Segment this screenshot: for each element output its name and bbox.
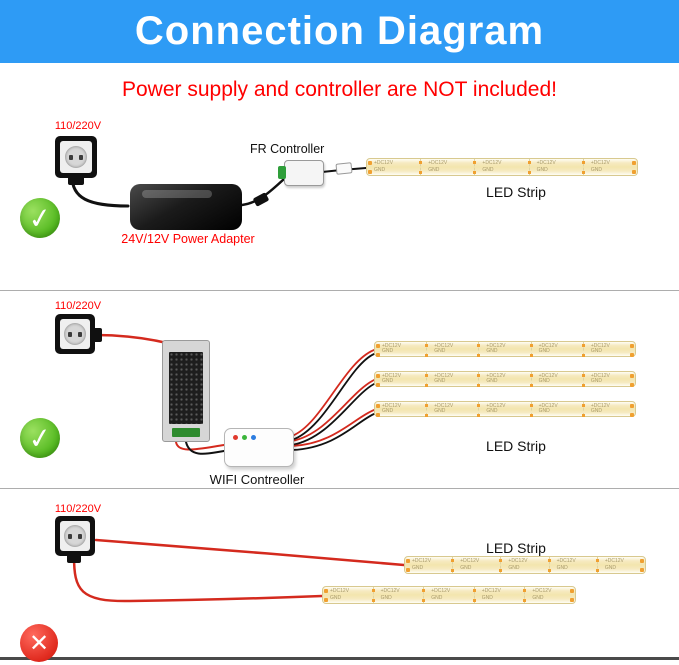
controller-label: WIFI Contreoller <box>209 472 305 487</box>
page-title: Connection Diagram <box>134 9 545 53</box>
wall-socket <box>55 314 102 354</box>
title-banner: Connection Diagram <box>0 0 679 63</box>
power-plug <box>68 173 84 185</box>
power-supply-unit <box>162 340 210 442</box>
socket-outlet <box>64 525 86 547</box>
controller-label: FR Controller <box>250 142 325 156</box>
voltage-label: 110/220V <box>54 120 102 132</box>
strip-label: LED Strip <box>486 540 546 556</box>
strip-label: LED Strip <box>486 438 546 454</box>
socket-outlet <box>65 146 87 168</box>
power-adapter <box>130 184 242 230</box>
power-plug <box>90 328 102 342</box>
socket-face <box>60 319 90 349</box>
psu-vents <box>169 352 203 424</box>
cross-mark: ✕ <box>20 624 58 662</box>
socket-outlet <box>64 323 86 345</box>
bottom-border <box>0 657 679 660</box>
strip-label: LED Strip <box>486 184 546 200</box>
wall-socket <box>55 136 97 185</box>
cross-icon: ✕ <box>28 629 50 657</box>
voltage-label: 110/220V <box>54 300 102 312</box>
power-plug <box>67 551 81 563</box>
wifi-controller-device <box>224 428 294 467</box>
socket-face <box>60 521 90 551</box>
voltage-label: 110/220V <box>54 503 102 515</box>
not-included-warning: Power supply and controller are NOT incl… <box>121 78 557 101</box>
section-divider-2 <box>0 488 679 489</box>
section-divider-1 <box>0 290 679 291</box>
socket-face <box>60 141 92 173</box>
adapter-label: 24V/12V Power Adapter <box>121 232 255 246</box>
fr-controller-device <box>278 160 324 186</box>
wall-socket <box>55 516 95 563</box>
